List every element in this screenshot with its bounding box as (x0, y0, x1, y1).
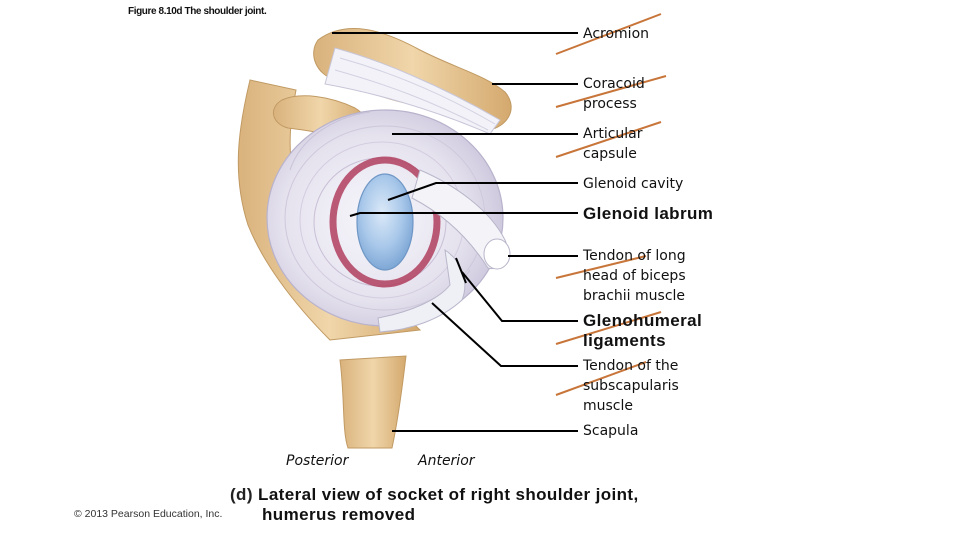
leader-subscapularis (431, 302, 578, 367)
label-subscapularis-line3: muscle (583, 398, 634, 414)
strike-biceps (555, 255, 647, 279)
label-subscapularis-line2: subscapularis (583, 378, 679, 394)
figure-title: Figure 8.10d The shoulder joint. (128, 6, 267, 17)
glenoid-cavity-shape (356, 173, 414, 271)
strike-acromion (555, 13, 662, 55)
strike-glenohumeral (555, 311, 662, 345)
biceps-tendon (411, 169, 511, 270)
label-coracoid-line2: process (583, 96, 637, 112)
strike-marks (555, 13, 667, 396)
label-glenohumeral-ligaments: Glenohumeral ligaments (583, 311, 702, 351)
caption-letter: (d) (230, 485, 253, 504)
label-subscapularis-line1: Tendon of the (583, 358, 679, 374)
glenoid-labrum-shape (329, 156, 441, 288)
leader-glenohumeral (461, 271, 578, 322)
label-biceps-line1: Tendon of long (583, 248, 686, 264)
leader-lines (332, 32, 578, 432)
label-biceps-tendon: Tendon of long head of biceps brachii mu… (583, 246, 686, 306)
copyright-notice: © 2013 Pearson Education, Inc. (74, 508, 223, 520)
label-acromion: Acromion (583, 26, 650, 42)
label-subscapularis-tendon: Tendon of the subscapularis muscle (583, 356, 679, 416)
label-articular-capsule: Articular capsule (583, 124, 643, 164)
label-glenohumeral-line2: ligaments (583, 331, 666, 350)
label-glenoid-labrum: Glenoid labrum (583, 204, 714, 223)
label-capsule-line2: capsule (583, 146, 637, 162)
label-capsule-line1: Articular (583, 126, 643, 142)
label-biceps-line2: head of biceps (583, 268, 686, 284)
coracoacromial-ligament (324, 47, 501, 135)
label-coracoid-line1: Coracoid (583, 76, 645, 92)
strike-subscapularis (555, 361, 647, 396)
label-coracoid-process: Coracoid process (583, 74, 645, 114)
label-biceps-line3: brachii muscle (583, 288, 686, 304)
caption-line1: Lateral view of socket of right shoulder… (258, 485, 639, 504)
leader-glenoid-cavity (387, 182, 578, 201)
orientation-anterior: Anterior (418, 453, 475, 469)
figure-caption: (d) Lateral view of socket of right shou… (230, 484, 639, 505)
leader-biceps-tick (455, 257, 467, 284)
label-scapula: Scapula (583, 423, 639, 439)
caption-line2: humerus removed (262, 505, 416, 524)
label-glenohumeral-line1: Glenohumeral (583, 311, 703, 330)
strike-coracoid (555, 75, 667, 108)
orientation-posterior: Posterior (286, 453, 349, 469)
strike-capsule (555, 121, 662, 158)
leader-glenoid-labrum (349, 212, 578, 217)
label-glenoid-cavity: Glenoid cavity (583, 176, 684, 192)
